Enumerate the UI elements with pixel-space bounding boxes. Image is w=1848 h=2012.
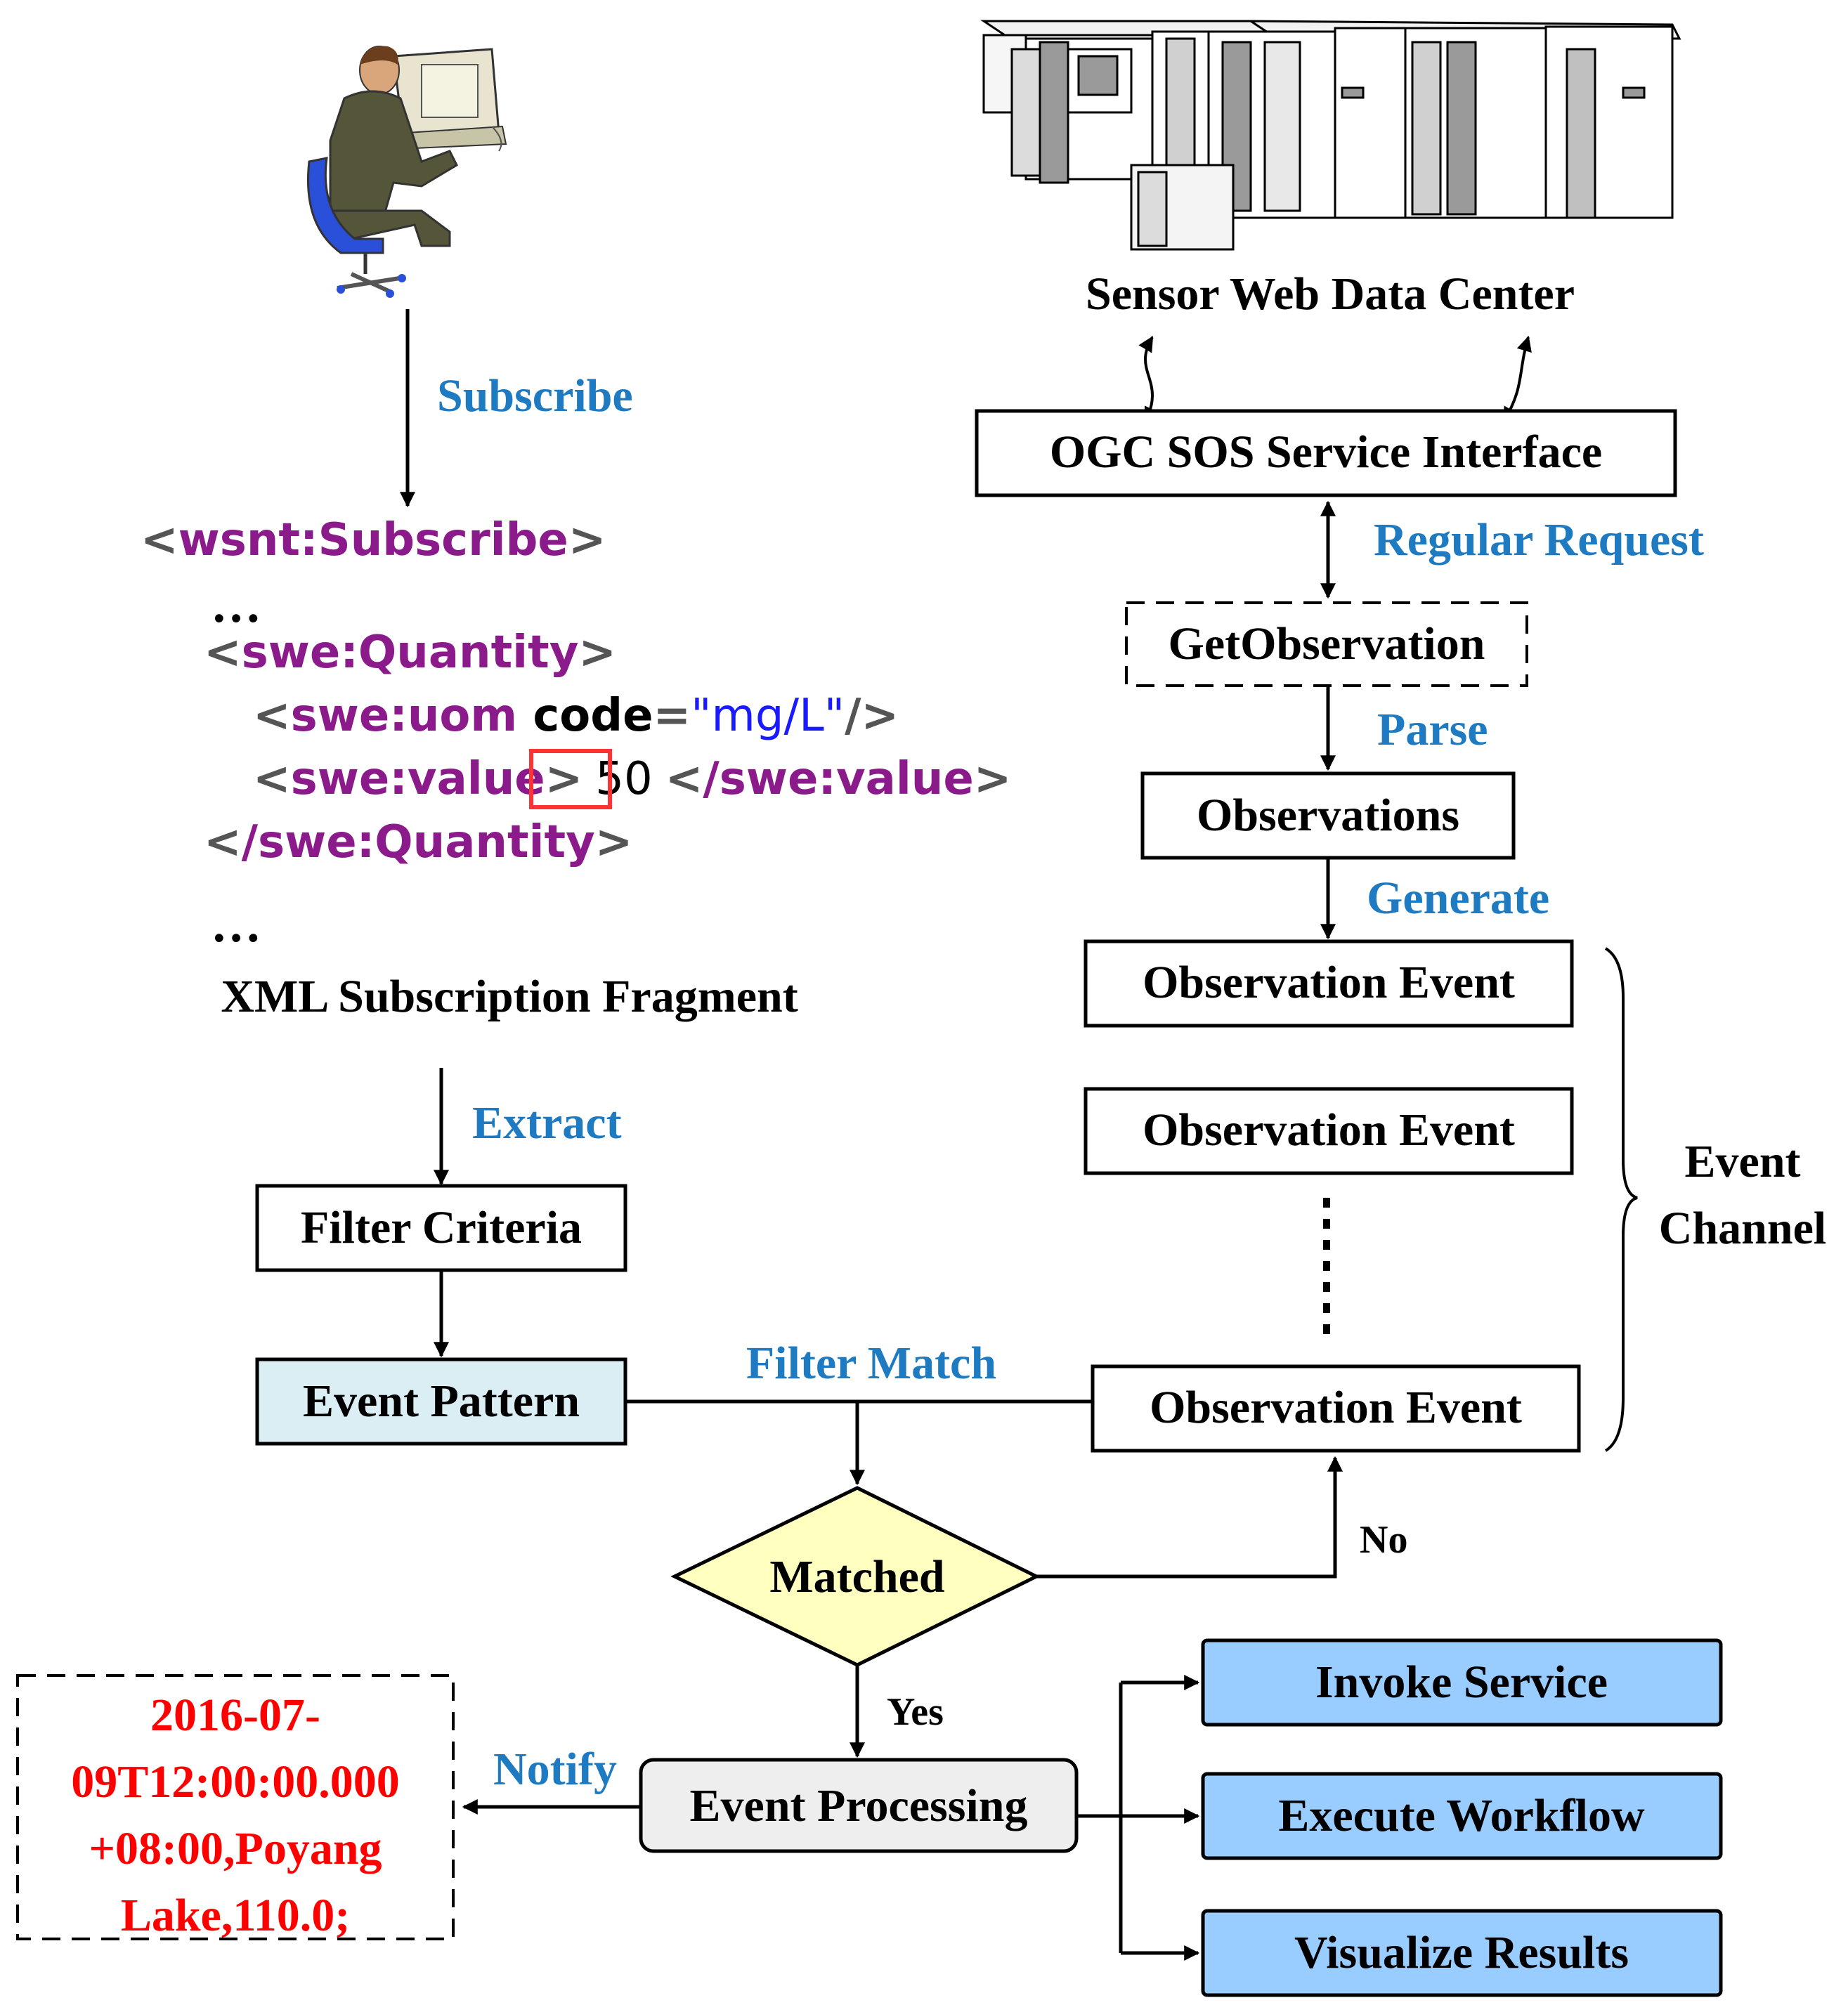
filter-criteria-label: Filter Criteria: [301, 1202, 582, 1253]
event-processing-label: Event Processing: [690, 1780, 1028, 1831]
observation-event-box-3: [1091, 1364, 1581, 1453]
get-observation-label: GetObservation: [1169, 618, 1485, 669]
observation-event-label-1: Observation Event: [1143, 957, 1515, 1008]
filter-match-label: Filter Match: [746, 1338, 996, 1389]
xml-line-subscribe: <wsnt:Subscribe>: [141, 514, 606, 566]
filter-criteria-box: [255, 1184, 627, 1272]
parse-label: Parse: [1377, 704, 1488, 755]
xml-line-value: <swe:value>50</swe:value>: [253, 753, 1011, 805]
event-channel-label-line1: Event: [1685, 1136, 1801, 1187]
notification-line-4: Lake,110.0;: [121, 1890, 350, 1941]
no-label: No: [1360, 1518, 1407, 1562]
invoke-service-box: [1201, 1638, 1723, 1727]
xml-ellipsis-2: …: [211, 896, 261, 953]
subscribe-label: Subscribe: [437, 370, 633, 422]
observations-box: [1140, 771, 1516, 860]
xml-line-quantity-open: <swe:Quantity>: [204, 627, 616, 679]
observation-event-label-2: Observation Event: [1143, 1104, 1515, 1156]
regular-request-label: Regular Request: [1374, 514, 1704, 566]
xml-close-quantity-tag: /swe:Quantity: [242, 816, 595, 868]
event-channel-label-line2: Channel: [1659, 1203, 1826, 1254]
execute-workflow-box: [1201, 1772, 1723, 1860]
visualize-results-box: [1201, 1909, 1723, 1997]
xml-ellipsis-1: …: [211, 577, 261, 633]
event-channel-brace: [1604, 947, 1638, 1452]
xml-uom-tag: swe:uom: [291, 690, 517, 742]
sos-interface-label: OGC SOS Service Interface: [1050, 426, 1602, 478]
observation-event-box-2: [1084, 1087, 1574, 1175]
notification-box: [16, 1674, 455, 1940]
observation-event-box-1: [1084, 939, 1574, 1028]
sos-to-datacenter-left-arrow: [1138, 336, 1159, 423]
xml-subscription-fragment: <wsnt:Subscribe> … <swe:Quantity> <swe:u…: [141, 514, 1011, 953]
event-pattern-label: Event Pattern: [303, 1376, 580, 1427]
xml-uom-value: "mg/L": [691, 690, 845, 742]
visualize-results-label: Visualize Results: [1294, 1927, 1629, 1978]
xml-value-number: 50: [595, 753, 652, 805]
invoke-service-label: Invoke Service: [1315, 1657, 1608, 1708]
xml-subscribe-tag: wsnt:Subscribe: [178, 514, 568, 566]
no-arrow: [1036, 1456, 1343, 1579]
server-rack-icon: [980, 20, 1681, 251]
notify-label: Notify: [493, 1744, 617, 1795]
xml-line-quantity-close: </swe:Quantity>: [204, 816, 632, 868]
extract-label: Extract: [472, 1097, 622, 1149]
xml-value-tag: swe:value: [291, 753, 545, 805]
observation-event-label-3: Observation Event: [1150, 1382, 1522, 1433]
xml-line-uom: <swe:uom code="mg/L"/>: [253, 690, 899, 742]
observations-label: Observations: [1197, 790, 1459, 841]
notification-line-1: 2016-07-: [150, 1690, 320, 1741]
value-highlight-box: [529, 749, 612, 809]
execute-workflow-label: Execute Workflow: [1278, 1790, 1645, 1841]
matched-label: Matched: [769, 1551, 944, 1602]
xml-uom-attr: code: [533, 690, 653, 742]
person-at-computer-icon: [306, 46, 507, 298]
data-center-label: Sensor Web Data Center: [1086, 268, 1575, 320]
notification-line-3: +08:00,Poyang: [89, 1823, 382, 1874]
xml-caption: XML Subscription Fragment: [221, 971, 798, 1022]
notification-line-2: 09T12:00:00.000: [71, 1756, 399, 1808]
xml-quantity-tag: swe:Quantity: [242, 627, 579, 679]
sos-to-datacenter-right-arrow: [1502, 335, 1532, 423]
event-processing-box: [639, 1758, 1079, 1853]
sos-interface-box: [975, 409, 1677, 497]
generate-label: Generate: [1367, 873, 1549, 924]
yes-label: Yes: [887, 1690, 944, 1734]
xml-close-value-tag: /swe:value: [703, 753, 973, 805]
get-observation-box: [1125, 601, 1528, 687]
